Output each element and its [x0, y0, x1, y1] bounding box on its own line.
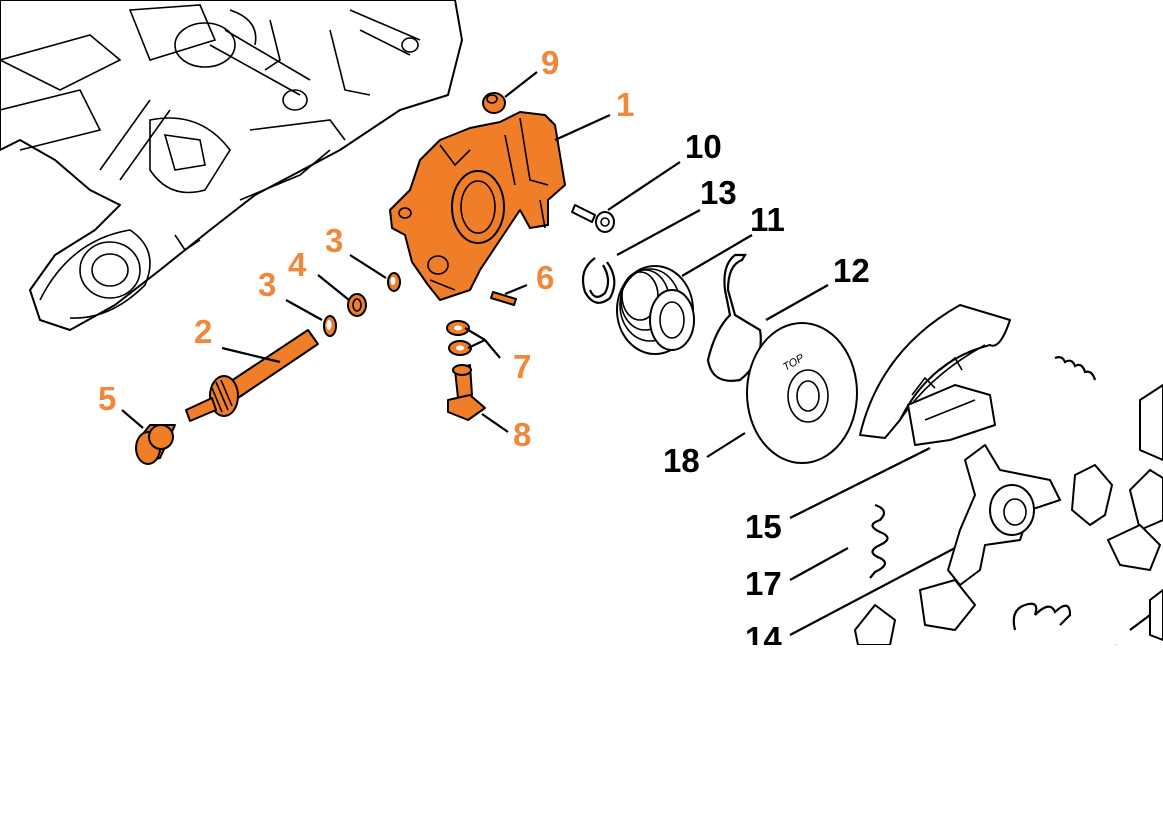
callout-3-upper: 3 — [325, 222, 343, 259]
callout-12: 12 — [833, 252, 870, 289]
part-7-washers — [446, 320, 472, 356]
callout-16: 16 — [1088, 638, 1125, 675]
callout-7: 7 — [513, 348, 531, 385]
callout-3-lower: 3 — [258, 266, 276, 303]
callout-4: 4 — [288, 246, 307, 283]
spring-right — [1012, 602, 1072, 631]
part-13-circlip — [581, 257, 616, 304]
callout-14: 14 — [745, 620, 782, 657]
part-10-screw — [571, 204, 615, 233]
callout-1: 1 — [616, 86, 634, 123]
callout-11: 11 — [750, 201, 785, 238]
spring-small-top — [1054, 356, 1097, 381]
callout-9: 9 — [541, 44, 559, 81]
part-8-adjusting-screw — [447, 364, 486, 421]
clutch-shoes-right — [854, 384, 1163, 645]
engine-housing — [0, 0, 463, 331]
callout-17: 17 — [745, 565, 782, 602]
callout-8: 8 — [513, 416, 531, 453]
part-2-pump-piston — [185, 329, 319, 422]
callout-10: 10 — [685, 128, 722, 165]
part-6-pin — [490, 291, 517, 306]
part-9-bushing — [482, 92, 506, 114]
part-3-oring-lower — [323, 315, 337, 337]
part-14-clutch-hub — [947, 444, 1061, 586]
part-15-clutch-shoe — [907, 384, 996, 446]
part-3-oring-upper — [387, 272, 401, 292]
part-1-oil-pump-housing — [389, 111, 566, 301]
callout-5: 5 — [98, 380, 116, 417]
callout-2: 2 — [194, 313, 212, 350]
leader-lines — [121, 71, 1151, 636]
callout-15: 15 — [745, 508, 782, 545]
part-12-wire-spring — [706, 253, 762, 382]
part-4-spring-sleeve — [347, 293, 367, 317]
callout-6: 6 — [536, 259, 554, 296]
part-17-spring — [869, 503, 889, 579]
part-18-washer-disc: TOP — [746, 322, 858, 464]
part-5-plug-cap — [135, 424, 176, 465]
callout-13: 13 — [700, 174, 737, 211]
callout-labels: 9 1 10 13 11 12 3 4 3 6 2 7 5 8 18 15 17… — [98, 44, 1125, 675]
part-11-worm-gear — [616, 265, 695, 355]
callout-18: 18 — [663, 442, 700, 479]
clutch-drum — [859, 304, 1011, 439]
